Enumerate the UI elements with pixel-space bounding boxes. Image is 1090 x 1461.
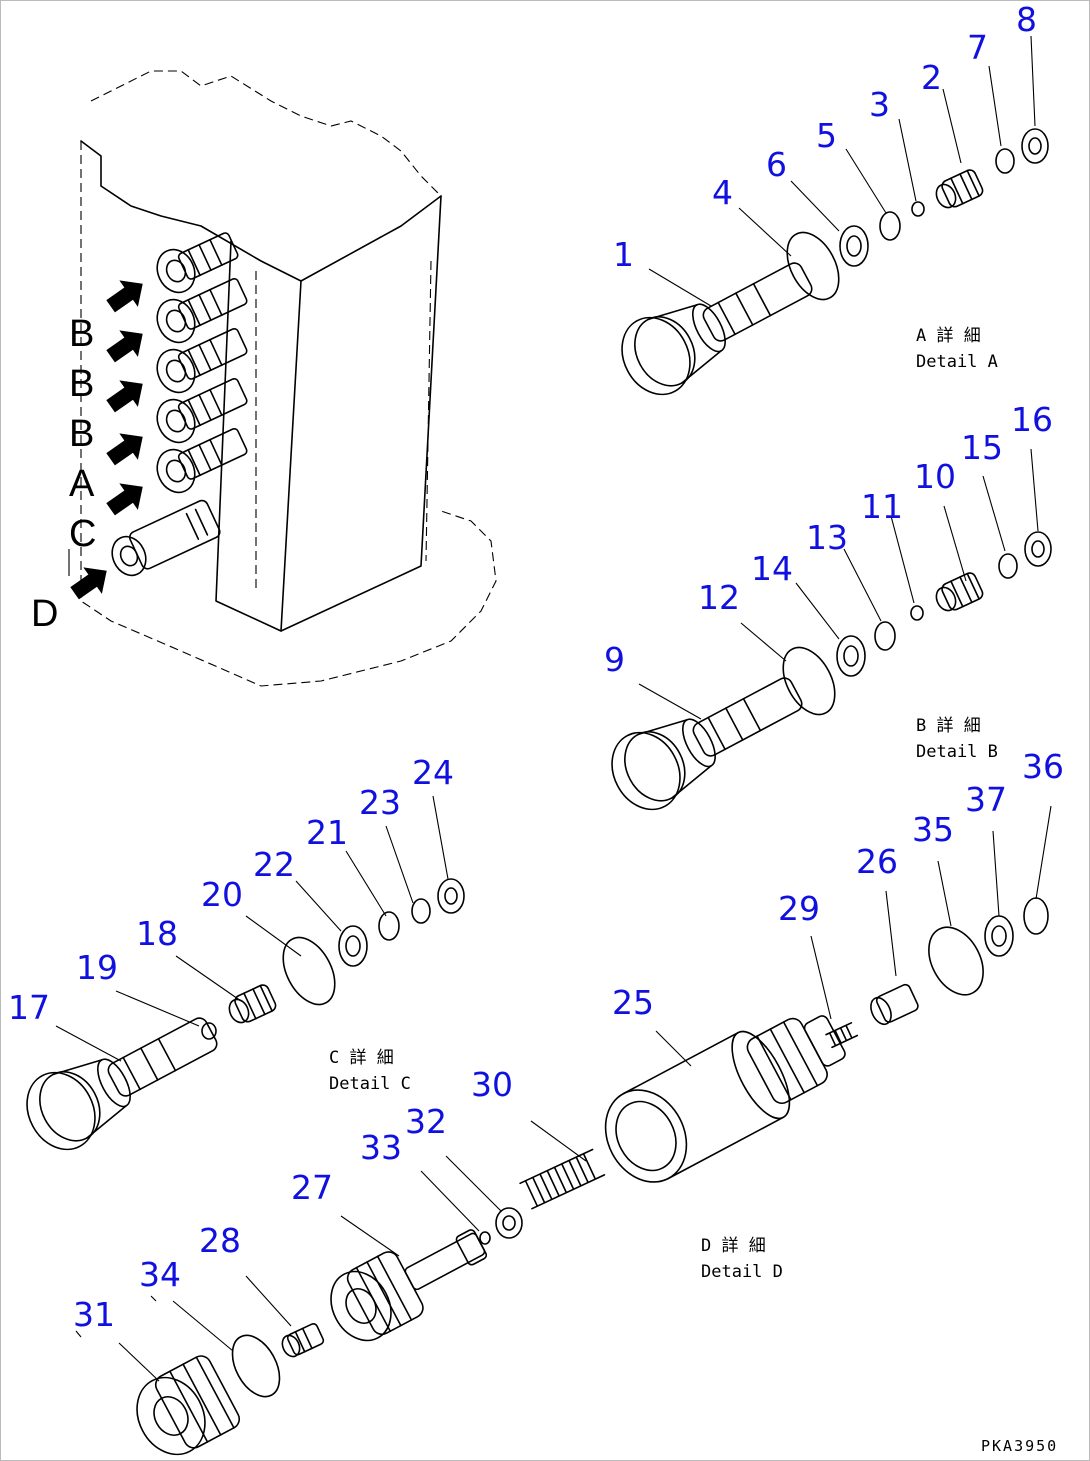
callout-4: 4: [712, 173, 733, 212]
callout-25: 25: [612, 983, 654, 1022]
callout-18: 18: [136, 914, 178, 953]
callout-7: 7: [967, 28, 988, 67]
detail-c-label-en: Detail C: [329, 1074, 411, 1094]
callout-29: 29: [778, 889, 820, 928]
callout-32: 32: [405, 1102, 447, 1141]
callout-11: 11: [861, 487, 903, 526]
section-letter: B: [69, 413, 94, 455]
callout-37: 37: [965, 780, 1007, 819]
detail-a-parts: [621, 35, 1049, 396]
callout-15: 15: [961, 428, 1003, 467]
callout-9: 9: [604, 640, 625, 679]
callout-28: 28: [199, 1221, 241, 1260]
callout-35: 35: [912, 810, 954, 849]
callout-13: 13: [806, 518, 848, 557]
section-letter: A: [69, 463, 95, 505]
section-letter: B: [69, 363, 94, 405]
valve-body: [80, 70, 497, 687]
callout-36: 36: [1022, 747, 1064, 786]
callout-19: 19: [76, 948, 118, 987]
callout-1: 1: [613, 235, 634, 274]
callout-5: 5: [816, 116, 837, 155]
detail-b-label-en: Detail B: [916, 742, 998, 762]
callout-3: 3: [869, 85, 890, 124]
callout-16: 16: [1011, 400, 1053, 439]
callout-30: 30: [471, 1065, 513, 1104]
callout-22: 22: [253, 845, 295, 884]
drawing-code: PKA3950: [981, 1437, 1058, 1455]
callout-23: 23: [359, 783, 401, 822]
detail-d-label-en: Detail D: [701, 1262, 783, 1282]
detail-c-label-jp: C 詳 細: [329, 1048, 394, 1068]
callout-17: 17: [8, 988, 50, 1027]
callout-21: 21: [306, 813, 348, 852]
detail-a-label-jp: A 詳 細: [916, 326, 981, 346]
callout-14: 14: [751, 549, 793, 588]
section-letter: B: [69, 313, 94, 355]
detail-c-parts: [26, 795, 465, 1151]
section-letter: C: [69, 513, 96, 555]
callout-24: 24: [412, 753, 454, 792]
callout-numbers: 1 2 3 4 5 6 7 8 9 10 11 12 13 14 15 16 1…: [8, 1, 1064, 1334]
callout-26: 26: [856, 842, 898, 881]
callout-31: 31: [73, 1295, 115, 1334]
detail-d-label-jp: D 詳 細: [701, 1236, 766, 1256]
section-letter: D: [31, 593, 58, 635]
detail-d-parts: [75, 805, 1052, 1456]
callout-27: 27: [291, 1168, 333, 1207]
detail-a-label-en: Detail A: [916, 352, 998, 372]
callout-2: 2: [921, 58, 942, 97]
callout-8: 8: [1016, 1, 1037, 39]
callout-33: 33: [360, 1128, 402, 1167]
detail-b-parts: [611, 448, 1052, 811]
section-arrows: [68, 280, 143, 600]
callout-10: 10: [914, 457, 956, 496]
body-spool-plugs: [111, 232, 248, 577]
callout-20: 20: [201, 875, 243, 914]
detail-labels: A 詳 細 Detail A B 詳 細 Detail B C 詳 細 Deta…: [329, 326, 998, 1282]
callout-6: 6: [766, 145, 787, 184]
callout-34: 34: [139, 1255, 181, 1294]
callout-12: 12: [698, 578, 740, 617]
detail-b-label-jp: B 詳 細: [916, 716, 981, 736]
